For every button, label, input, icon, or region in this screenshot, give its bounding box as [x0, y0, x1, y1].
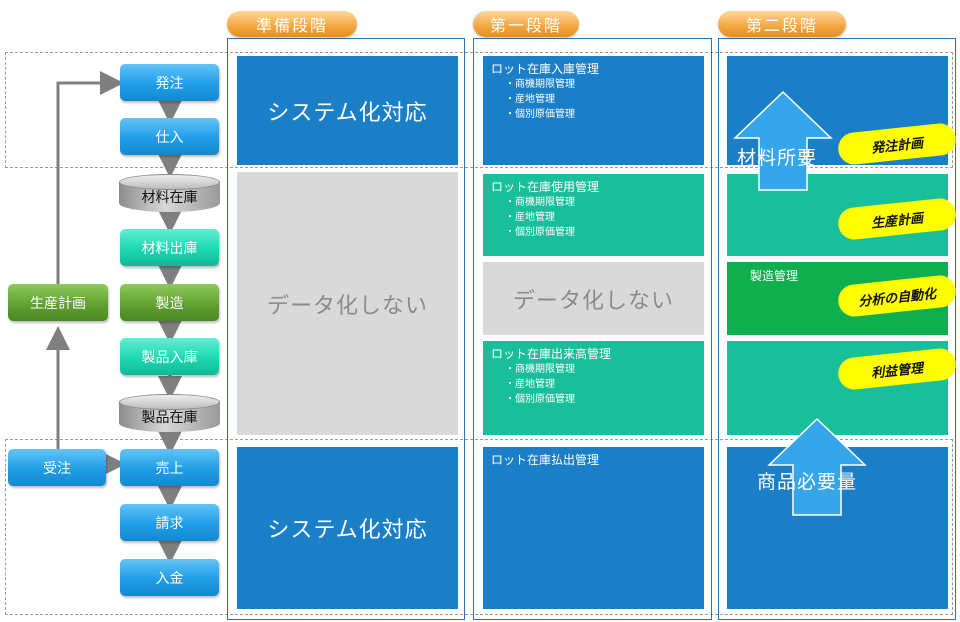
lot-receipt-title: ロット在庫入庫管理	[491, 62, 600, 76]
billing-step: 請求	[120, 504, 219, 541]
prep-system-bottom-block: システム化対応	[237, 447, 458, 609]
production-plan-step: 生産計画	[8, 284, 108, 321]
sales-step: 売上	[120, 449, 219, 486]
material-requirement-up-arrow	[733, 90, 833, 191]
product-receipt-step: 製品入庫	[120, 338, 219, 375]
lot-usage-item: 産地管理	[491, 210, 696, 225]
stage1-no-data-block: データ化しない	[483, 262, 704, 335]
order-received-step: 受注	[8, 449, 106, 486]
sales-dashed-group	[5, 439, 953, 615]
lot-output-item: 産地管理	[491, 377, 696, 392]
manufacture-step: 製造	[120, 284, 219, 321]
product-stock-cylinder: 製品在庫	[119, 394, 220, 432]
lot-receipt-item: 産地管理	[491, 92, 696, 107]
material-stock-cylinder: 材料在庫	[119, 174, 220, 212]
manufacturing-management-label: 製造管理	[750, 269, 799, 283]
lot-receipt-item: 個別原価管理	[491, 107, 696, 122]
stage2-column-outline	[718, 38, 956, 620]
lot-usage-block: ロット在庫使用管理 商機期限管理 産地管理 個別原価管理	[483, 174, 704, 256]
stage1-column-outline	[473, 38, 712, 620]
product-requirement-label: 商品必要量	[757, 471, 858, 493]
material-issue-step: 材料出庫	[120, 229, 219, 266]
lot-output-item: 個別原価管理	[491, 392, 696, 407]
lot-output-block: ロット在庫出来高管理 商機期限管理 産地管理 個別原価管理	[483, 341, 704, 435]
lot-output-item: 商機期限管理	[491, 362, 696, 377]
purchase-step: 仕入	[120, 118, 219, 155]
product-stock-label: 製品在庫	[141, 410, 198, 426]
header-prep-stage: 準備段階	[227, 11, 357, 37]
lot-receipt-block: ロット在庫入庫管理 商機期限管理 産地管理 個別原価管理	[483, 56, 704, 165]
payment-step: 入金	[120, 559, 219, 596]
prep-system-top-block: システム化対応	[237, 56, 458, 165]
lot-usage-title: ロット在庫使用管理	[491, 180, 600, 194]
lot-usage-item: 個別原価管理	[491, 225, 696, 240]
prep-no-data-block: データ化しない	[237, 172, 458, 435]
lot-receipt-item: 商機期限管理	[491, 77, 696, 92]
lot-output-title: ロット在庫出来高管理	[491, 347, 612, 361]
process-flow-arrows	[46, 71, 182, 564]
lot-shipping-block: ロット在庫払出管理	[483, 447, 704, 609]
procurement-dashed-group	[5, 52, 953, 168]
order-step: 発注	[120, 64, 219, 101]
header-first-stage: 第一段階	[473, 11, 579, 37]
prep-column-outline	[227, 38, 465, 620]
lot-shipping-title: ロット在庫払出管理	[491, 453, 600, 467]
header-second-stage: 第二段階	[718, 11, 846, 37]
lot-usage-item: 商機期限管理	[491, 195, 696, 210]
product-requirement-up-arrow	[767, 417, 867, 516]
material-requirement-label: 材料所要	[737, 147, 818, 169]
material-stock-label: 材料在庫	[141, 190, 198, 206]
